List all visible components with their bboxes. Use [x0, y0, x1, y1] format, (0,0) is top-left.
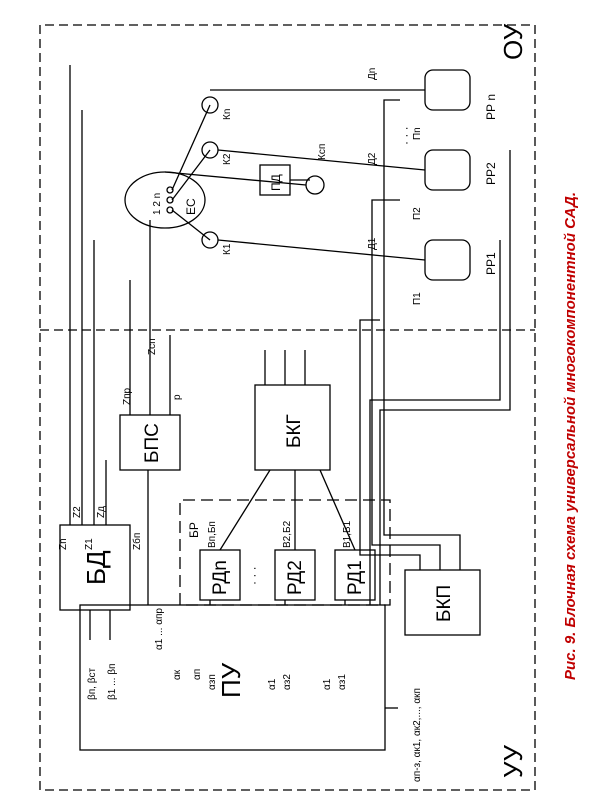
tank-p2-label: П2	[412, 207, 423, 220]
signal-z2: Z2	[72, 506, 83, 518]
block-rd2-label: РД2	[285, 560, 306, 595]
feedback-bus-2	[371, 199, 441, 570]
signal-zpr: Zпр	[122, 387, 133, 405]
tank-rr1-to-k1	[217, 239, 426, 261]
signal-bn-bst: βп, βст	[87, 668, 98, 700]
signal-a1-b: α1	[322, 678, 333, 690]
k2-to-mixer	[171, 149, 211, 201]
block-bps-label: БПС	[142, 423, 163, 463]
signal-zn: Zn	[58, 538, 69, 550]
signal-azn: αзп	[207, 674, 218, 690]
signal-b1-bn: β1 ... βп	[107, 664, 118, 700]
signal-z1: Z1	[84, 538, 95, 550]
damper-d1-label: Д1	[367, 237, 378, 250]
mixer-es-ports: 1 2 n	[152, 193, 163, 215]
tank-rrn-label: РР n	[484, 94, 498, 120]
signal-az1: αз1	[337, 674, 348, 690]
signal-bn-bn: Вп,Бп	[207, 521, 218, 548]
signal-an: αп	[192, 669, 203, 680]
zone-object-label: ОУ	[498, 23, 528, 60]
tank-rr1	[424, 239, 471, 281]
feedback-bus-1	[359, 319, 421, 570]
figure-caption: Рис. 9. Блочная схема универсальной мног…	[562, 192, 579, 680]
block-bd-label: БД	[81, 550, 111, 585]
pu-output-label: αп-з, αк1, αк2,..., αкп	[412, 688, 423, 782]
tank-rr2	[424, 149, 471, 191]
zone-control-label: УУ	[498, 744, 528, 778]
valve-ksp	[305, 175, 325, 195]
valve-ksp-label: Ксп	[317, 144, 328, 160]
feedback-bus-4	[369, 240, 501, 605]
tank-rr2-to-k2	[217, 149, 426, 171]
block-bkp-label: БКП	[434, 585, 455, 622]
signal-zd: Zд	[96, 506, 107, 518]
tank-rr2-label: РР2	[484, 162, 498, 185]
rd1-to-bkg	[319, 469, 356, 551]
valve-k1-label: К1	[222, 243, 233, 255]
block-rd1-label: РД1	[345, 560, 366, 595]
tank-p1-label: П1	[412, 292, 423, 305]
signal-ak: αк	[172, 669, 183, 680]
k1-to-mixer	[171, 209, 211, 241]
mixer-es-label: ЕС	[184, 198, 198, 215]
block-bkg	[254, 384, 331, 471]
signal-zbp: Zбп	[131, 533, 143, 550]
signal-a1-a: α1	[267, 678, 278, 690]
tank-dots: · · ·	[399, 126, 413, 145]
signal-a1-apr: α1 ... αпр	[154, 608, 165, 650]
tank-rr1-label: РР1	[484, 252, 498, 275]
block-bkp	[404, 569, 481, 636]
signal-zsp: Zсп	[147, 338, 158, 355]
block-bkg-label: БКГ	[284, 414, 305, 448]
block-bd	[59, 524, 131, 611]
diagram-landscape: ОУ УУ ПУ αп-з, αк1, αк2,..., αкп БД βп, …	[39, 23, 579, 791]
mixer-port-n	[166, 186, 174, 194]
feedback-bus-3	[383, 99, 461, 570]
signal-az2: αз2	[282, 674, 293, 690]
damper-dn-label: Дn	[367, 68, 378, 80]
signal-b2-b2: В2,Б2	[282, 520, 293, 548]
signal-p: p	[172, 394, 183, 400]
valve-kn-label: Кn	[222, 109, 233, 120]
valve-kn	[201, 96, 219, 114]
block-pu-label: ПУ	[216, 662, 246, 698]
block-rdn-label: РДn	[210, 560, 231, 595]
mixer-port-2	[166, 196, 174, 204]
tank-rrn	[424, 69, 471, 111]
rd-dots: · · ·	[247, 566, 261, 585]
mixer-to-ksp	[164, 171, 307, 186]
group-br-label: БР	[187, 522, 201, 538]
rdn-to-bkg	[219, 469, 271, 551]
outer-boundary	[39, 24, 536, 791]
kn-to-mixer	[171, 104, 211, 191]
valve-k2-label: К2	[222, 153, 233, 165]
feedback-bus-5	[379, 150, 511, 605]
tank-pn-label: Пn	[412, 127, 423, 140]
damper-d2-label: Д2	[367, 152, 378, 165]
